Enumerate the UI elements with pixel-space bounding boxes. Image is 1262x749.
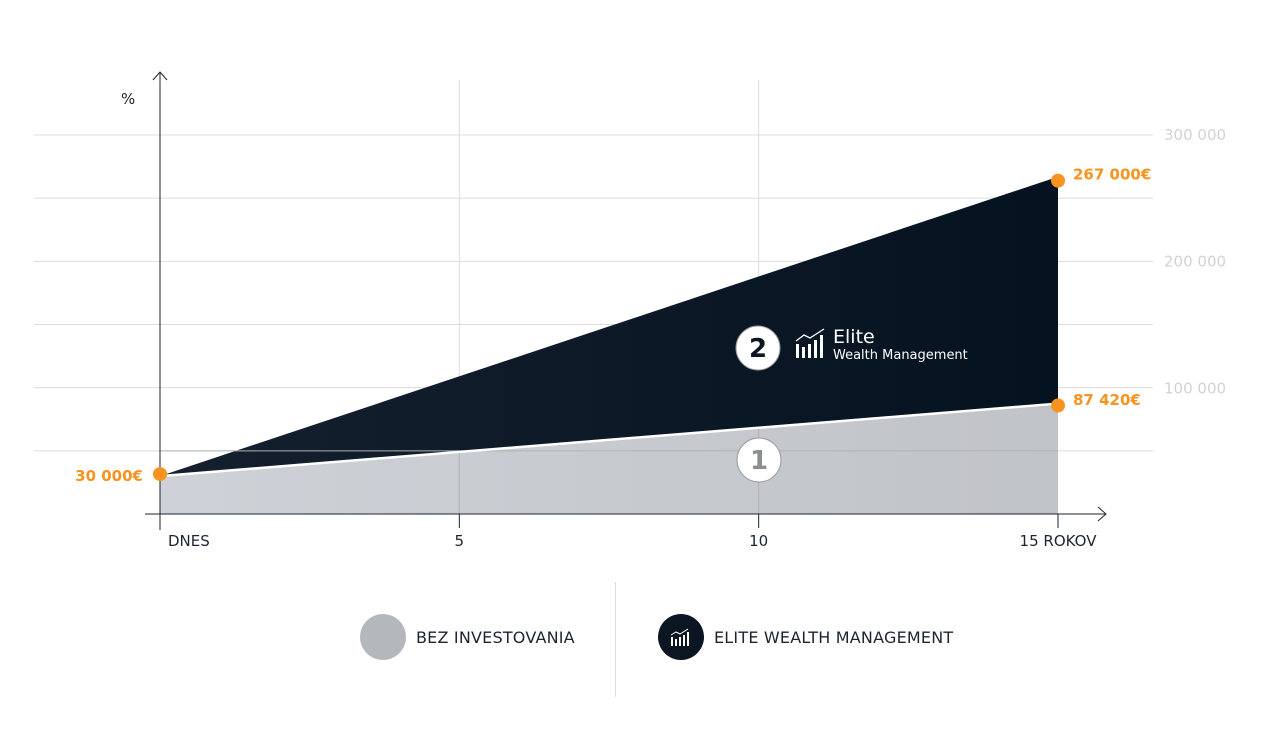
y-tick-label: 200 000: [1164, 252, 1226, 270]
bez-investovania-line: [159, 402, 1059, 478]
y-tick-label: 300 000: [1164, 126, 1226, 144]
marker-1-label: 1: [750, 446, 768, 476]
brand-subtitle: Wealth Management: [833, 348, 968, 363]
legend-item-bez-investovania: BEZ INVESTOVANIA: [360, 614, 575, 660]
marker-2-label: 2: [749, 334, 767, 364]
y-tick-label: 100 000: [1164, 380, 1226, 398]
y-axis-arrow-icon: [152, 71, 168, 81]
value-dot: [153, 467, 167, 482]
marker-1: [736, 437, 782, 483]
x-tick-label: DNES: [168, 532, 210, 550]
y-axis-label: %: [121, 90, 135, 108]
x-axis-arrow-icon: [1097, 506, 1107, 522]
legend-label: BEZ INVESTOVANIA: [416, 627, 575, 647]
elite-area: [160, 176, 1058, 477]
growth-chart-icon: [658, 614, 704, 660]
bez-investovania-area: [160, 403, 1058, 514]
elite-logo-icon: [795, 328, 825, 358]
x-tick-label: 15 ROKOV: [1020, 532, 1098, 550]
value-label: 30 000€: [75, 467, 143, 485]
legend-label: ELITE WEALTH MANAGEMENT: [714, 627, 954, 647]
value-label: 87 420€: [1073, 391, 1141, 409]
grey-circle-icon: [360, 614, 406, 660]
value-dot: [1051, 398, 1065, 413]
brand-name: Elite: [833, 326, 875, 348]
value-dot: [1051, 173, 1065, 188]
value-label: 267 000€: [1073, 166, 1151, 184]
growth-chart: % DNES 5 10 15 ROKOV 100 000 200 000 300 000 2 1 E…: [34, 71, 1226, 550]
legend-divider: [615, 582, 616, 697]
x-tick-label: 10: [749, 532, 768, 550]
x-tick-label: 5: [455, 532, 465, 550]
marker-2: [735, 325, 781, 371]
legend-item-elite: ELITE WEALTH MANAGEMENT: [658, 614, 953, 660]
